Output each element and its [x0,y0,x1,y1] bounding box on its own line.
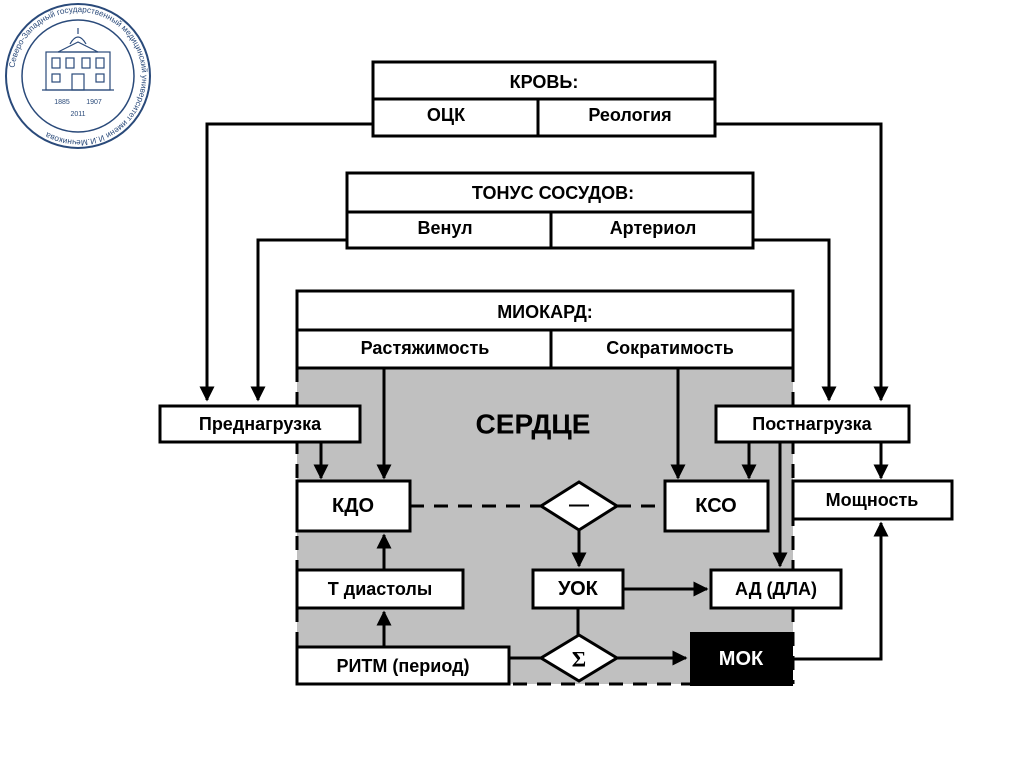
blood-rheology: Реология [588,105,671,125]
power-box: Мощность [791,479,954,521]
diastole-box: Т диастолы [295,568,465,610]
svg-text:КСО: КСО [695,495,736,517]
building-icon [42,28,114,91]
svg-text:МОК: МОК [719,648,764,670]
university-logo: Северо-Западный государственный медицинс… [5,3,151,149]
sum-node: Σ [538,633,620,683]
minus-icon: — [569,494,589,516]
rhythm-box: РИТМ (период) [295,645,511,686]
svg-text:АД (ДЛА): АД (ДЛА) [735,579,817,599]
afterload-box: Постнагрузка [714,404,911,444]
myocardium-distensibility: Растяжимость [361,338,490,358]
svg-text:Т диастолы: Т диастолы [328,579,432,599]
blood-title: КРОВЬ: [510,72,579,92]
sigma-icon: Σ [572,647,586,672]
logo-year-bottom: 2011 [70,111,85,118]
svg-text:Постнагрузка: Постнагрузка [752,414,872,434]
blood-bcv: ОЦК [427,105,466,125]
vessel-venules: Венул [417,218,472,238]
logo-year-left: 1885 [54,99,70,106]
pressure-box: АД (ДЛА) [709,568,843,610]
arrow-venules-to-preload [250,238,347,402]
vessel-tone-box: ТОНУС СОСУДОВ: Венул Артериол [345,171,755,250]
blood-box: КРОВЬ: ОЦК Реология [371,60,717,138]
logo-inner-ring [21,19,135,133]
myocardium-contractility: Сократимость [606,338,734,358]
svg-text:Мощность: Мощность [826,490,919,510]
svg-text:Преднагрузка: Преднагрузка [199,414,322,434]
svg-text:УОК: УОК [558,578,599,600]
vessel-arterioles: Артериол [610,218,697,238]
vessel-title: ТОНУС СОСУДОВ: [472,183,634,203]
preload-box: Преднагрузка [158,404,362,444]
svg-text:КДО: КДО [332,495,374,517]
myocardium-box: МИОКАРД: Растяжимость Сократимость [295,289,795,370]
arrow-bcv-to-preload [199,122,373,402]
minute-volume-box: МОК [690,632,793,686]
heart-label: СЕРДЦЕ [476,409,591,440]
myocardium-title: МИОКАРД: [497,302,593,322]
arrow-rheology-to-afterload [715,122,889,402]
arrow-arterioles-to-afterload [753,238,837,402]
svg-text:РИТМ (период): РИТМ (период) [336,656,469,676]
logo-year-right: 1907 [86,99,102,106]
arrow-mok-to-power [793,521,889,661]
esv-box: КСО [663,479,770,533]
edv-box: КДО [295,479,412,533]
stroke-volume-box: УОК [531,568,625,610]
